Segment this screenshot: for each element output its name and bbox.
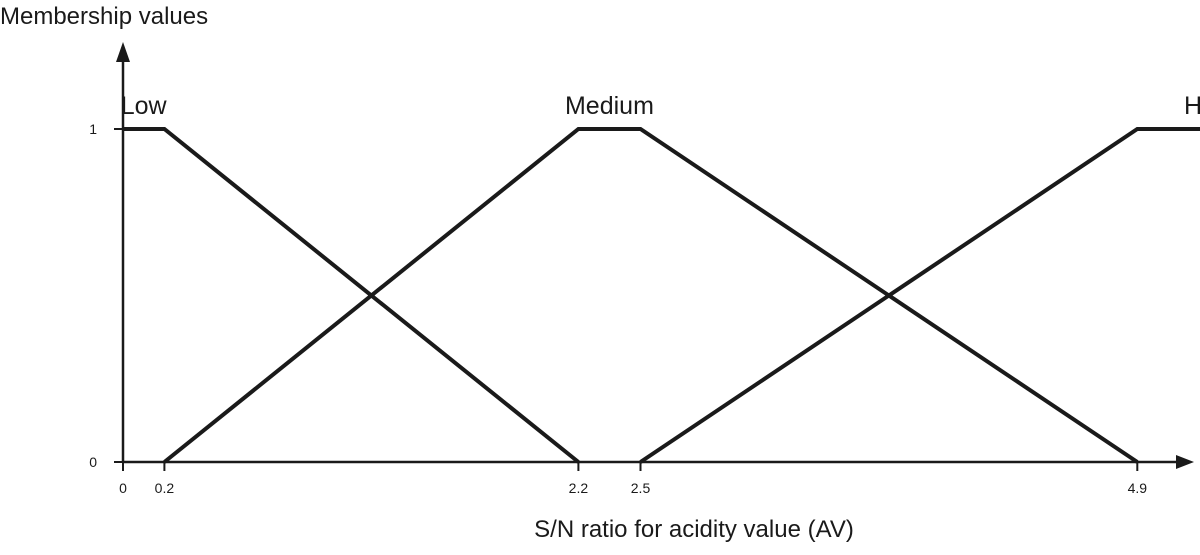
series-label-low: Low — [121, 92, 168, 120]
y-axis-title: Membership values — [0, 3, 208, 30]
x-tick-label-4: 4.9 — [1128, 480, 1148, 496]
y-tick-label-0: 0 — [89, 454, 97, 470]
y-axis-ticks: 01 — [89, 121, 123, 470]
series-label-high: High — [1184, 92, 1200, 120]
series-line-high — [639, 127, 1200, 464]
x-axis-ticks: 00.22.22.54.95.6 — [119, 462, 1148, 496]
series-lines — [123, 127, 1200, 464]
x-tick-label-1: 0.2 — [155, 480, 175, 496]
x-tick-label-2: 2.2 — [569, 480, 589, 496]
series-labels: Low Medium High — [121, 92, 1200, 120]
series-line-medium — [163, 127, 1139, 464]
x-tick-label-0: 0 — [119, 480, 127, 496]
y-axis-arrowhead — [116, 42, 130, 62]
x-tick-label-3: 2.5 — [631, 480, 651, 496]
series-line-low — [123, 127, 580, 464]
x-axis-arrowhead — [1176, 455, 1194, 469]
series-label-medium: Medium — [565, 92, 654, 120]
y-tick-label-1: 1 — [89, 121, 97, 137]
axes — [116, 42, 1194, 469]
x-axis-title: S/N ratio for acidity value (AV) — [534, 516, 854, 543]
